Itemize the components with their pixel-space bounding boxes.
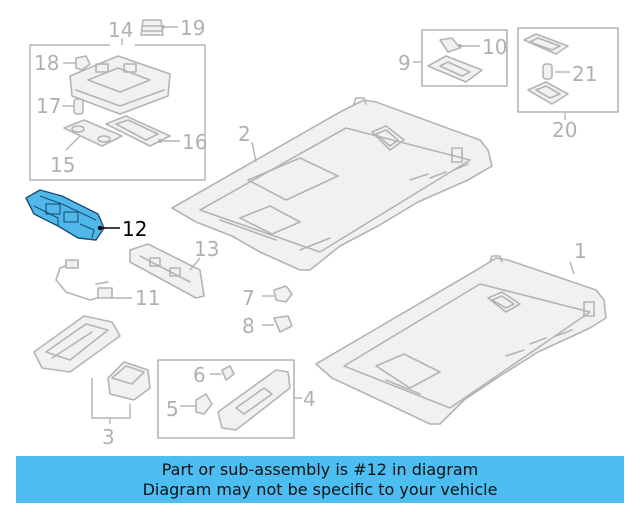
group-box-9 [413,29,508,87]
part-11-harness [55,259,132,301]
group-box-4 [157,359,302,439]
callout-18: 18 [34,51,59,75]
callout-3: 3 [102,425,115,449]
part-21-bulb [542,63,570,80]
callout-8: 8 [242,314,255,338]
part-5-bracket [180,393,213,415]
group-bracket-3 [91,378,131,424]
callout-16: 16 [182,130,207,154]
part-13-trim [129,243,205,299]
parts-diagram: 14 19 18 17 15 16 [25,16,619,449]
part-6-clip [210,365,235,381]
callout-14: 14 [108,18,133,42]
callout-4: 4 [303,387,316,411]
part-3-lamp [107,361,151,401]
part-18-clip [63,55,91,71]
part-12-bracket [25,189,120,241]
callout-13: 13 [194,237,219,261]
banner-line-2: Diagram may not be specific to your vehi… [142,479,498,499]
group-box-14 [29,38,206,181]
callout-20: 20 [552,118,577,142]
part-15-lens [63,119,123,151]
callout-1: 1 [574,239,587,263]
part-1-headliner [315,255,607,425]
part-16-lens [105,115,180,147]
part-14-console-lens [69,55,171,115]
part-9-lamp [427,55,483,83]
leader-1 [569,261,575,275]
part-10-bulb [439,37,480,53]
part-7-clip [262,285,293,303]
callout-21: 21 [572,62,597,86]
callout-19: 19 [180,16,205,40]
part-2-headliner [171,97,493,271]
callout-6: 6 [193,363,206,387]
banner-line-1: Part or sub-assembly is #12 in diagram [161,459,479,479]
group-box-20 [517,27,619,120]
callout-7: 7 [242,286,255,310]
part-20-lamp-cover [523,33,569,55]
callout-11: 11 [135,286,160,310]
part-20-lamp [527,81,569,105]
callout-10: 10 [482,35,507,59]
info-banner: Part or sub-assembly is #12 in diagram D… [16,456,624,503]
part-17-bulb [62,98,84,115]
callout-17: 17 [36,94,61,118]
callout-9: 9 [398,51,411,75]
part-8-clip [262,315,293,333]
part-3-handle [33,315,121,373]
callout-5: 5 [166,397,179,421]
part-19-bulb [140,19,178,36]
part-4-sun-visor [217,369,291,431]
callout-15: 15 [50,153,75,177]
callout-2: 2 [238,122,251,146]
callout-12: 12 [122,217,147,241]
leader-2 [251,141,257,163]
